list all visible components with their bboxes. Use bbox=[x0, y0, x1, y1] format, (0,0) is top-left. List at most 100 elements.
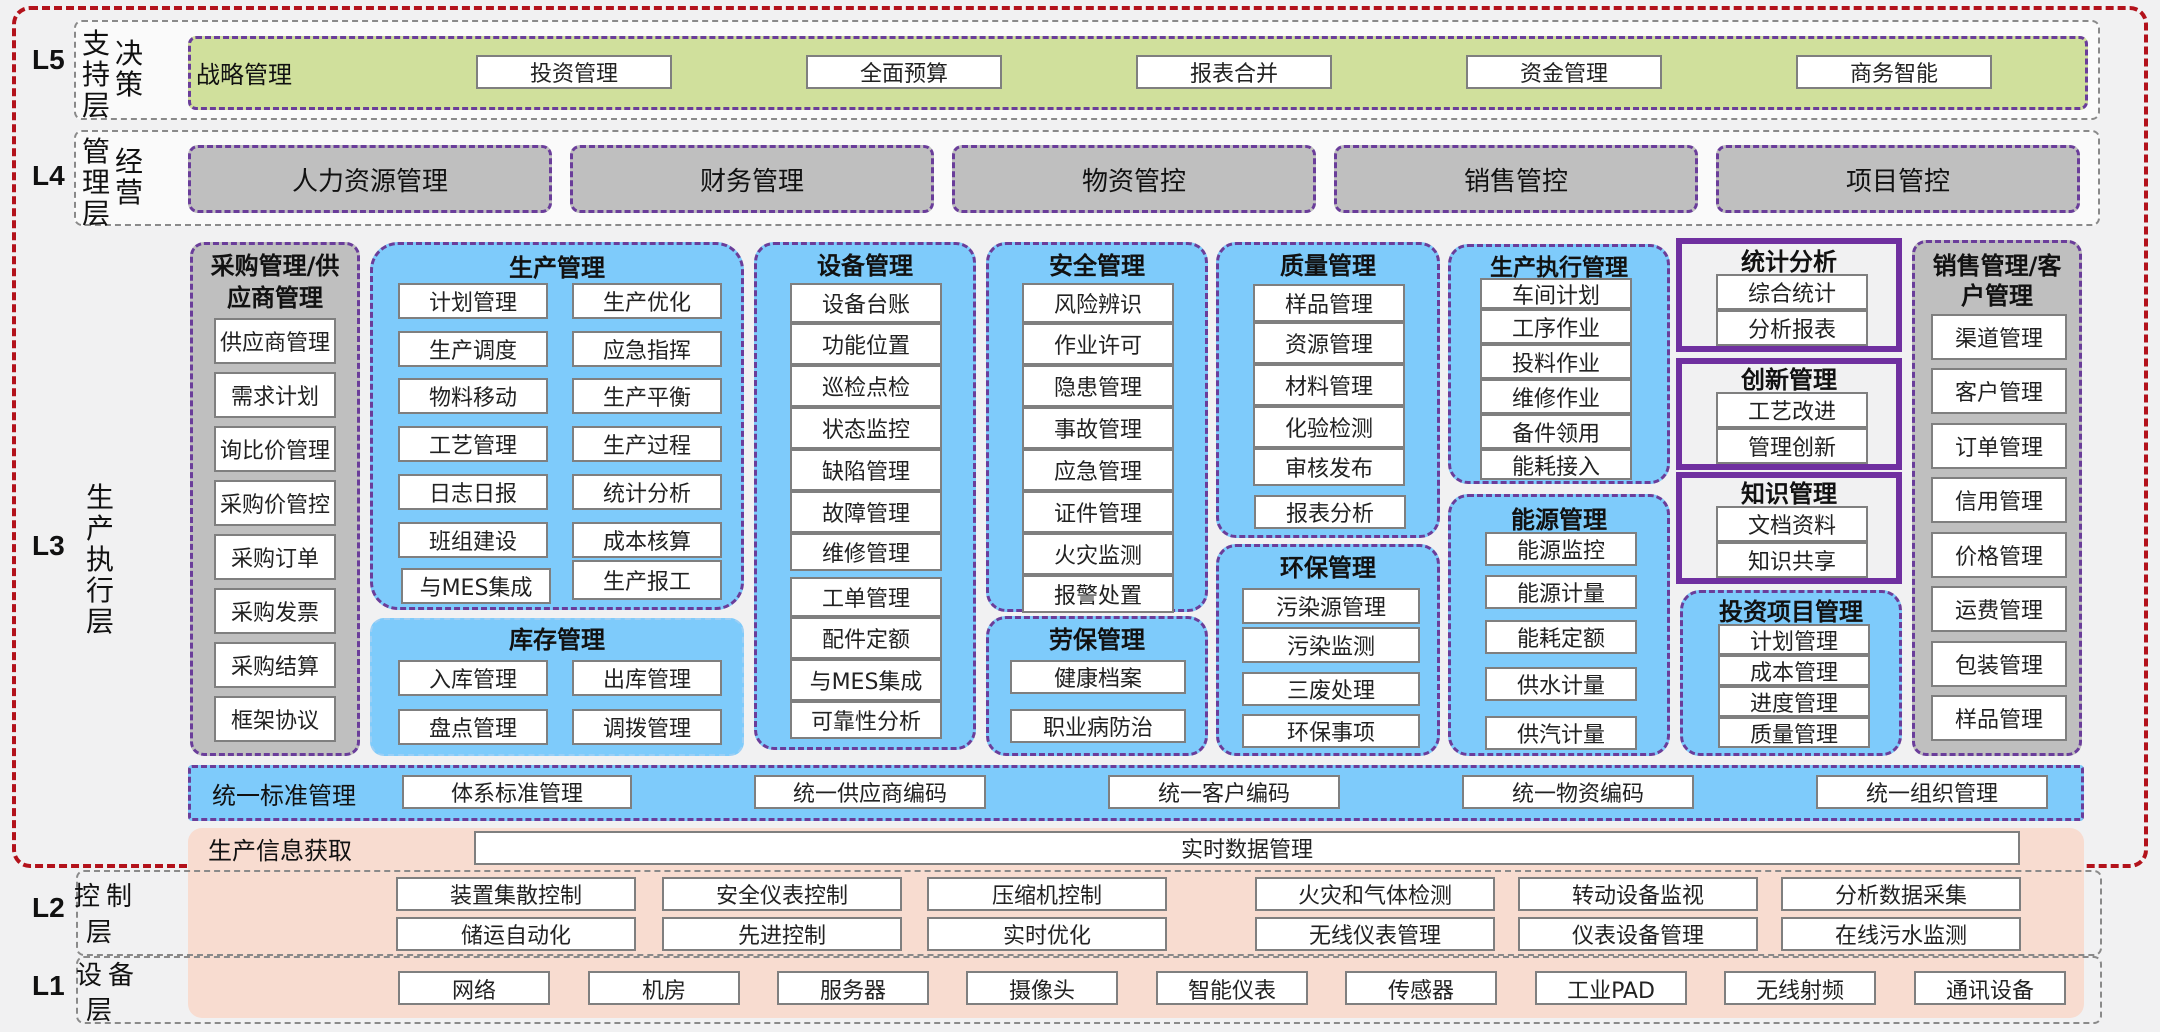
production-item[interactable]: 生产报工 bbox=[572, 560, 722, 600]
sales-item[interactable]: 信用管理 bbox=[1931, 477, 2067, 523]
l2-item[interactable]: 压缩机控制 bbox=[927, 877, 1167, 911]
production-item[interactable]: 成本核算 bbox=[572, 522, 722, 558]
inventory-item[interactable]: 出库管理 bbox=[572, 660, 722, 696]
safety-item[interactable]: 火灾监测 bbox=[1022, 533, 1174, 575]
mes-item[interactable]: 投料作业 bbox=[1480, 344, 1632, 379]
sales-item[interactable]: 订单管理 bbox=[1931, 423, 2067, 469]
mes-item[interactable]: 工序作业 bbox=[1480, 309, 1632, 344]
quality-item[interactable]: 审核发布 bbox=[1253, 448, 1405, 486]
l1-device[interactable]: 机房 bbox=[588, 971, 740, 1005]
inventory-item[interactable]: 调拨管理 bbox=[572, 709, 722, 745]
l4-item-sales[interactable]: 销售管控 bbox=[1334, 145, 1698, 213]
sales-item[interactable]: 客户管理 bbox=[1931, 368, 2067, 414]
environment-item[interactable]: 三废处理 bbox=[1242, 672, 1420, 706]
equipment-item[interactable]: 维修管理 bbox=[790, 533, 942, 571]
procurement-item[interactable]: 需求计划 bbox=[214, 372, 336, 418]
safety-item[interactable]: 应急管理 bbox=[1022, 449, 1174, 491]
labor-item[interactable]: 职业病防治 bbox=[1010, 709, 1186, 743]
production-item[interactable]: 与MES集成 bbox=[401, 568, 551, 604]
mes-item[interactable]: 维修作业 bbox=[1480, 379, 1632, 414]
l1-device[interactable]: 传感器 bbox=[1345, 971, 1497, 1005]
l5-item-investment[interactable]: 投资管理 bbox=[476, 55, 672, 89]
l5-item-treasury[interactable]: 资金管理 bbox=[1466, 55, 1662, 89]
investment-item[interactable]: 计划管理 bbox=[1718, 624, 1870, 655]
equipment-item[interactable]: 配件定额 bbox=[790, 617, 942, 659]
statistics-item[interactable]: 分析报表 bbox=[1716, 310, 1868, 346]
procurement-item[interactable]: 采购价管控 bbox=[214, 480, 336, 526]
l2-item[interactable]: 先进控制 bbox=[662, 917, 902, 951]
l2-item[interactable]: 转动设备监视 bbox=[1518, 877, 1758, 911]
equipment-item[interactable]: 巡检点检 bbox=[790, 365, 942, 407]
l2-item[interactable]: 无线仪表管理 bbox=[1255, 917, 1495, 951]
sales-item[interactable]: 运费管理 bbox=[1931, 586, 2067, 632]
procurement-item[interactable]: 采购发票 bbox=[214, 588, 336, 634]
mes-item[interactable]: 能耗接入 bbox=[1480, 449, 1632, 480]
equipment-item[interactable]: 状态监控 bbox=[790, 407, 942, 449]
l4-item-projects[interactable]: 项目管控 bbox=[1716, 145, 2080, 213]
equipment-item[interactable]: 与MES集成 bbox=[790, 659, 942, 701]
inventory-item[interactable]: 盘点管理 bbox=[398, 709, 548, 745]
equipment-item[interactable]: 缺陷管理 bbox=[790, 449, 942, 491]
knowledge-item[interactable]: 文档资料 bbox=[1716, 506, 1868, 542]
quality-item[interactable]: 材料管理 bbox=[1253, 364, 1405, 406]
environment-item[interactable]: 污染源管理 bbox=[1242, 588, 1420, 624]
production-item[interactable]: 生产平衡 bbox=[572, 378, 722, 414]
l2-item[interactable]: 安全仪表控制 bbox=[662, 877, 902, 911]
l1-device[interactable]: 网络 bbox=[398, 971, 550, 1005]
l2-item[interactable]: 在线污水监测 bbox=[1781, 917, 2021, 951]
standards-item[interactable]: 统一物资编码 bbox=[1462, 775, 1694, 809]
mes-item[interactable]: 车间计划 bbox=[1480, 278, 1632, 309]
energy-item[interactable]: 能耗定额 bbox=[1485, 620, 1637, 654]
procurement-item[interactable]: 采购结算 bbox=[214, 642, 336, 688]
environment-item[interactable]: 环保事项 bbox=[1242, 714, 1420, 748]
l2-item[interactable]: 火灾和气体检测 bbox=[1255, 877, 1495, 911]
sales-item[interactable]: 包装管理 bbox=[1931, 641, 2067, 687]
l2-item[interactable]: 储运自动化 bbox=[396, 917, 636, 951]
standards-item[interactable]: 统一供应商编码 bbox=[754, 775, 986, 809]
production-item[interactable]: 班组建设 bbox=[398, 522, 548, 558]
innovation-item[interactable]: 工艺改进 bbox=[1716, 392, 1868, 428]
procurement-item[interactable]: 框架协议 bbox=[214, 696, 336, 742]
production-item[interactable]: 日志日报 bbox=[398, 474, 548, 510]
sales-item[interactable]: 样品管理 bbox=[1931, 695, 2067, 741]
equipment-item[interactable]: 设备台账 bbox=[790, 283, 942, 323]
energy-item[interactable]: 供汽计量 bbox=[1485, 716, 1637, 750]
quality-item[interactable]: 报表分析 bbox=[1254, 495, 1406, 529]
production-item[interactable]: 生产过程 bbox=[572, 426, 722, 462]
equipment-item[interactable]: 故障管理 bbox=[790, 491, 942, 533]
production-item[interactable]: 应急指挥 bbox=[572, 331, 722, 367]
l2-item[interactable]: 分析数据采集 bbox=[1781, 877, 2021, 911]
energy-item[interactable]: 供水计量 bbox=[1485, 667, 1637, 701]
production-item[interactable]: 统计分析 bbox=[572, 474, 722, 510]
realtime-data-management[interactable]: 实时数据管理 bbox=[474, 831, 2020, 865]
l1-device[interactable]: 无线射频 bbox=[1724, 971, 1876, 1005]
equipment-item[interactable]: 工单管理 bbox=[790, 577, 942, 617]
l2-item[interactable]: 装置集散控制 bbox=[396, 877, 636, 911]
l4-item-finance[interactable]: 财务管理 bbox=[570, 145, 934, 213]
production-item[interactable]: 物料移动 bbox=[398, 378, 548, 414]
safety-item[interactable]: 风险辨识 bbox=[1022, 283, 1174, 323]
safety-item[interactable]: 报警处置 bbox=[1022, 575, 1174, 613]
procurement-item[interactable]: 供应商管理 bbox=[214, 318, 336, 364]
safety-item[interactable]: 作业许可 bbox=[1022, 323, 1174, 365]
investment-item[interactable]: 成本管理 bbox=[1718, 655, 1870, 686]
sales-item[interactable]: 渠道管理 bbox=[1931, 314, 2067, 360]
safety-item[interactable]: 隐患管理 bbox=[1022, 365, 1174, 407]
safety-item[interactable]: 事故管理 bbox=[1022, 407, 1174, 449]
l1-device[interactable]: 通讯设备 bbox=[1914, 971, 2066, 1005]
l5-item-bi[interactable]: 商务智能 bbox=[1796, 55, 1992, 89]
quality-item[interactable]: 样品管理 bbox=[1253, 284, 1405, 322]
safety-item[interactable]: 证件管理 bbox=[1022, 491, 1174, 533]
environment-item[interactable]: 污染监测 bbox=[1242, 627, 1420, 663]
l1-device[interactable]: 工业PAD bbox=[1535, 971, 1687, 1005]
l5-item-consolidation[interactable]: 报表合并 bbox=[1136, 55, 1332, 89]
equipment-item[interactable]: 可靠性分析 bbox=[790, 701, 942, 739]
innovation-item[interactable]: 管理创新 bbox=[1716, 428, 1868, 464]
quality-item[interactable]: 资源管理 bbox=[1253, 322, 1405, 364]
mes-item[interactable]: 备件领用 bbox=[1480, 414, 1632, 449]
l1-device[interactable]: 服务器 bbox=[777, 971, 929, 1005]
l1-device[interactable]: 智能仪表 bbox=[1156, 971, 1308, 1005]
standards-item[interactable]: 体系标准管理 bbox=[402, 775, 632, 809]
l2-item[interactable]: 实时优化 bbox=[927, 917, 1167, 951]
labor-item[interactable]: 健康档案 bbox=[1010, 660, 1186, 694]
